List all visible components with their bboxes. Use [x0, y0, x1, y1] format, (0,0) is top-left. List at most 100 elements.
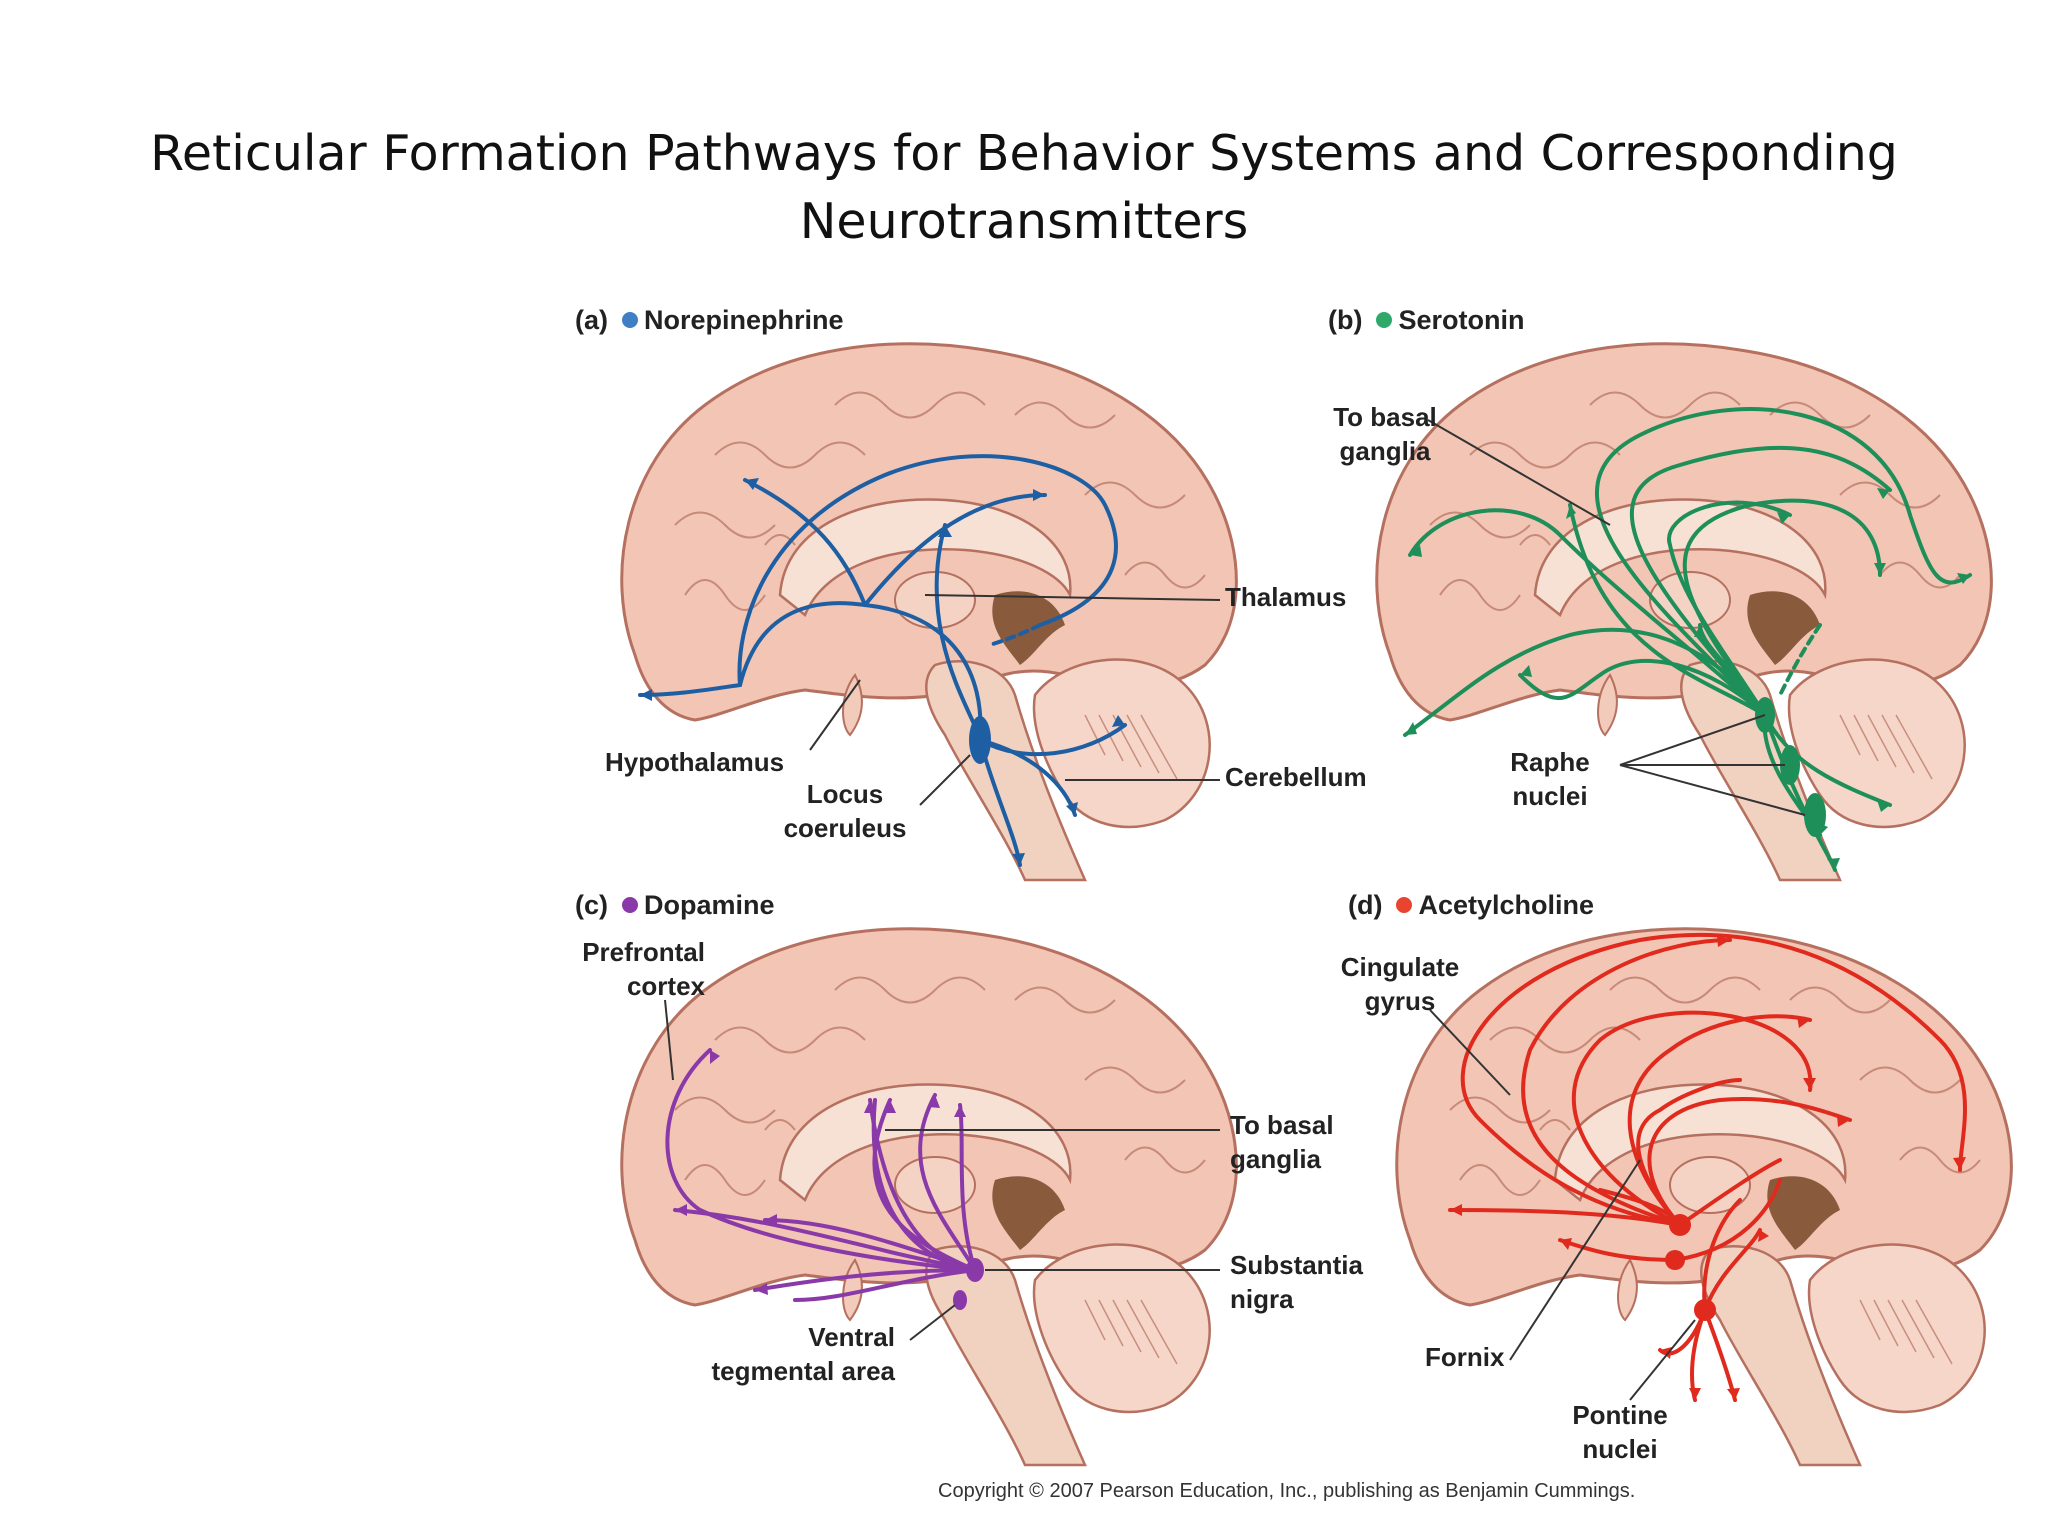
brainstem: [1680, 660, 1842, 882]
gyrus-fold: [1429, 511, 1531, 539]
gyrus-fold: [1609, 976, 1761, 1004]
panel-a-name: Norepinephrine: [644, 305, 844, 335]
panel-d-letter: (d): [1348, 890, 1383, 920]
panel-a-title: (a) Norepinephrine: [575, 305, 844, 336]
corpus-callosum: [1533, 498, 1827, 618]
cerebellum-fold: [1084, 1299, 1106, 1341]
reticular-core: [992, 591, 1065, 665]
dopamine-pathways: [665, 1048, 977, 1302]
cerebellum: [1032, 658, 1211, 829]
cerebellum-fold: [1839, 714, 1861, 756]
brainstem: [925, 660, 1087, 882]
leader-lines: [1429, 1009, 1696, 1401]
cerebellum-fold: [1901, 1299, 1935, 1359]
gyrus-fold: [834, 976, 986, 1004]
label-to-basal-ganglia-b: To basal ganglia: [1333, 402, 1437, 466]
panel-norepinephrine: (a)Norepinephrine Thalamus Hypothalamus …: [565, 295, 1367, 885]
panel-b-letter: (b): [1328, 305, 1363, 335]
cerebellum-fold: [1873, 1299, 1899, 1347]
serotonin-arrowheads: [1405, 488, 1970, 870]
gyrus-fold: [1014, 401, 1116, 429]
brain-diagram-dopamine: [620, 927, 1238, 1467]
gyrus-fold: [1469, 441, 1621, 469]
gyrus-fold: [834, 391, 986, 419]
panel-a-letter: (a): [575, 305, 608, 335]
leader-lines: [664, 999, 1220, 1341]
thalamus: [894, 1156, 976, 1214]
gyrus-fold: [1124, 561, 1206, 589]
locus-coeruleus-nucleus: [969, 716, 991, 764]
label-fornix: Fornix: [1425, 1342, 1505, 1372]
cerebellum: [1807, 1243, 1986, 1414]
cerebellum: [1032, 1243, 1211, 1414]
gyrus-fold: [1589, 391, 1741, 419]
panel-d-title: (d)Acetylcholine: [1348, 890, 1594, 921]
panel-b-title: (b) Serotonin: [1328, 305, 1524, 336]
reticular-core: [1747, 591, 1820, 665]
gyrus-fold: [1439, 579, 1521, 611]
slide-title-line-2: Neurotransmitters: [799, 193, 1249, 250]
gyrus-fold: [674, 1096, 776, 1124]
label-ventral-tegmental-area: Ventral tegmental area: [711, 1322, 895, 1386]
gyrus-fold: [1839, 481, 1941, 509]
thalamus: [1669, 1156, 1751, 1214]
gyrus-fold: [674, 511, 776, 539]
gyrus-fold: [1879, 561, 1961, 589]
leader-lines: [1427, 419, 1806, 816]
acetylcholine-nuclei: [1665, 1214, 1716, 1321]
substantia-nigra-nucleus: [966, 1258, 984, 1282]
hypothalamus: [842, 673, 863, 737]
label-prefrontal-cortex: Prefrontal cortex: [582, 937, 705, 1001]
cerebellum-fold: [1112, 1299, 1142, 1353]
reticular-core: [992, 1176, 1065, 1250]
label-thalamus: Thalamus: [1225, 582, 1347, 612]
cerebellum-fold: [1140, 714, 1178, 780]
cerebellum-fold: [1098, 1299, 1124, 1347]
panel-c-letter: (c): [575, 890, 608, 920]
serotonin-dot-icon: [1376, 312, 1393, 328]
gyrus-fold: [1789, 986, 1891, 1014]
acetylcholine-arrowheads: [1450, 935, 1966, 1400]
serotonin-pathways: [1403, 407, 1972, 872]
brain-diagram-serotonin: [1375, 342, 1993, 882]
acetylcholine-dot-icon: [1396, 897, 1413, 913]
gyrus-fold: [1769, 401, 1871, 429]
hypothalamus: [1597, 673, 1618, 737]
label-cingulate-gyrus: Cingulate gyrus: [1340, 952, 1460, 1016]
gyrus-fold: [764, 1119, 796, 1131]
label-to-basal-ganglia-c: To basal ganglia: [1230, 1110, 1334, 1174]
leader-lines: [809, 594, 1221, 806]
corpus-callosum: [778, 498, 1072, 618]
panel-acetylcholine: (d)Acetylcholine Cingulate gyrus Fornix …: [1340, 880, 2048, 1470]
gyrus-fold: [1899, 1146, 1981, 1174]
gyrus-fold: [1489, 1026, 1641, 1054]
cerebellum: [1787, 658, 1966, 829]
dopamine-dot-icon: [622, 897, 638, 913]
gyrus-fold: [1519, 534, 1551, 546]
slide-title-line-1: Reticular Formation Pathways for Behavio…: [150, 125, 1898, 182]
label-substantia-nigra: Substantia nigra: [1230, 1250, 1363, 1314]
label-pontine-nuclei: Pontine nuclei: [1572, 1400, 1668, 1464]
brain-diagram-norepinephrine: [620, 342, 1238, 882]
cerebellum-fold: [1140, 1299, 1178, 1365]
cerebellum-fold: [1881, 714, 1915, 774]
cerebellum-fold: [1859, 1299, 1881, 1341]
brain-diagram-acetylcholine: [1395, 927, 2013, 1467]
norepinephrine-arrowheads: [640, 478, 1125, 865]
brain-silhouette: [620, 342, 1238, 882]
reticular-core: [1767, 1176, 1840, 1250]
gyrus-fold: [1014, 986, 1116, 1014]
cerebellum-fold: [1084, 714, 1106, 756]
gyrus-fold: [1539, 1119, 1571, 1131]
hypothalamus: [1617, 1258, 1638, 1322]
gyrus-fold: [714, 1026, 866, 1054]
gyrus-fold: [1084, 1066, 1186, 1094]
norepinephrine-dot-icon: [622, 312, 638, 328]
gyrus-fold: [714, 441, 866, 469]
panel-b-name: Serotonin: [1398, 305, 1525, 335]
panel-c-name: Dopamine: [644, 890, 775, 920]
gyrus-fold: [684, 1164, 766, 1196]
copyright-notice: Copyright © 2007 Pearson Education, Inc.…: [938, 1480, 1636, 1502]
corpus-callosum: [778, 1083, 1072, 1203]
gyrus-fold: [1084, 481, 1186, 509]
